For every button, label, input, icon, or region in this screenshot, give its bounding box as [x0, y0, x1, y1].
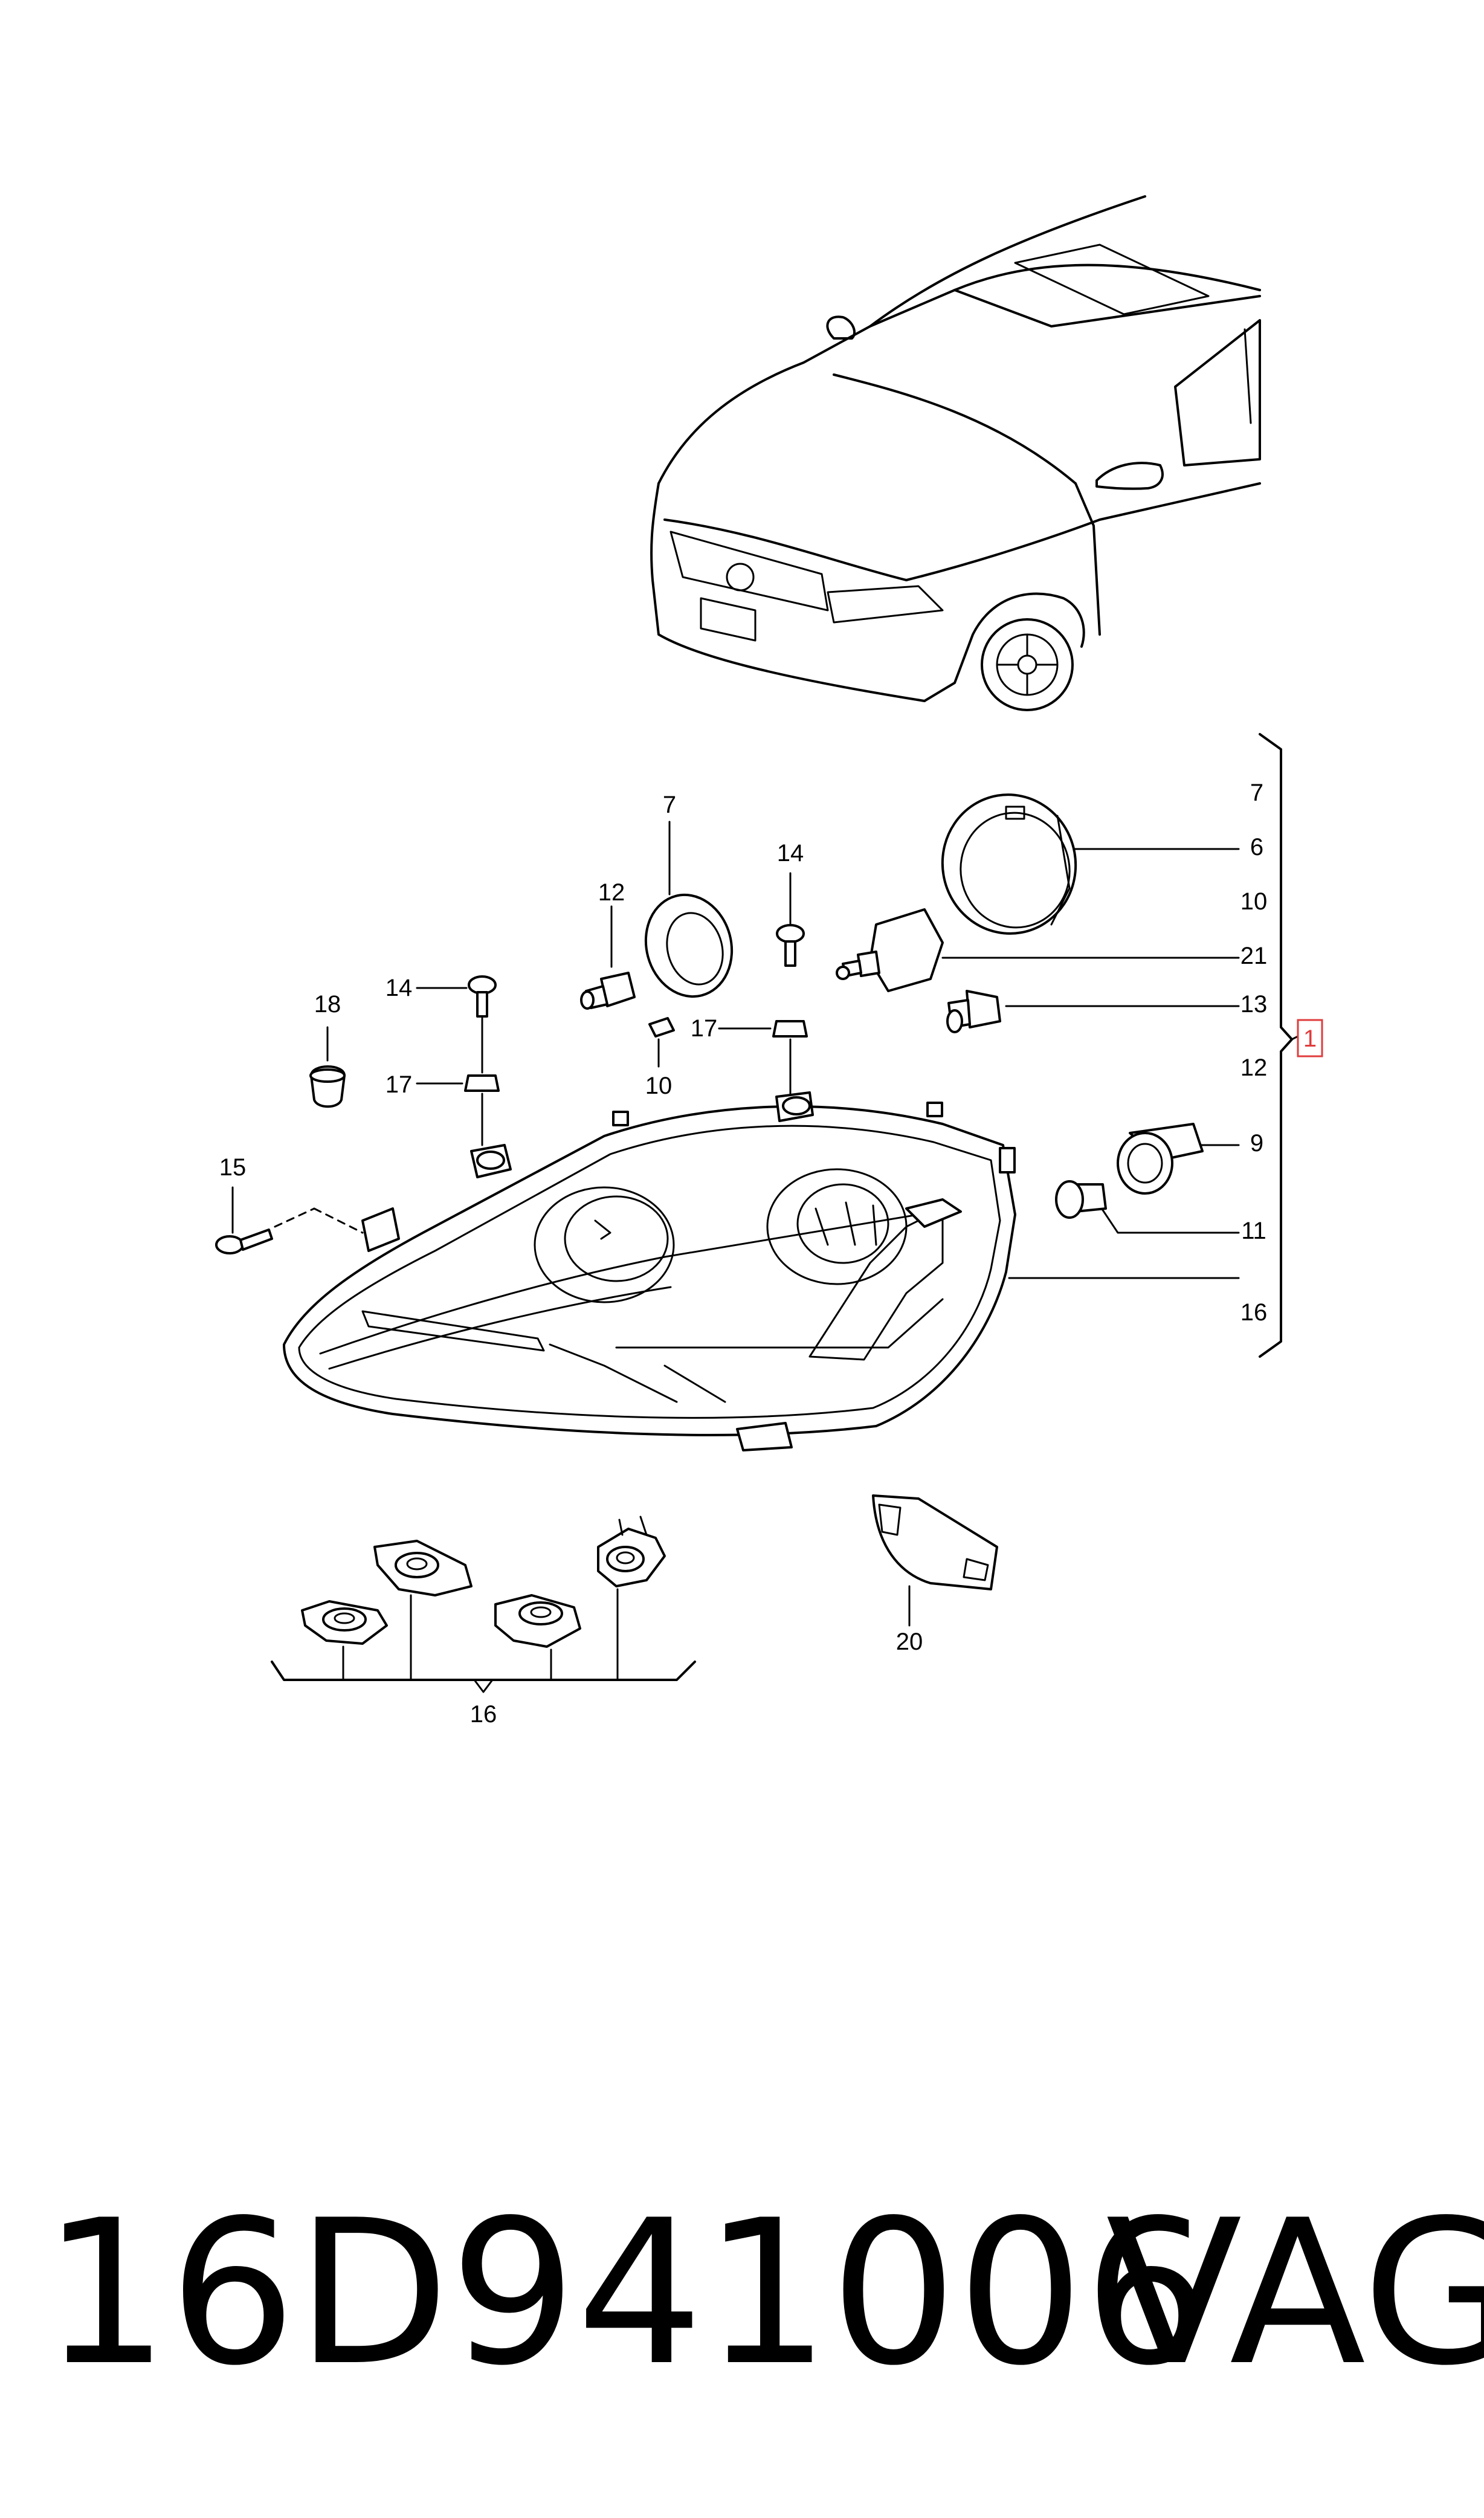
callout-r7: 7 [1250, 780, 1263, 806]
part-14-screw-center [776, 872, 805, 967]
callout-17-left: 17 [386, 1071, 413, 1098]
highlight-box[interactable]: 1 [1297, 1019, 1323, 1057]
part-13-bulb [946, 990, 1001, 1033]
part-12-bulb [580, 905, 636, 1010]
part-6-cover [941, 793, 1077, 935]
part-15-screw [215, 1186, 364, 1254]
callout-16-bottom: 16 [470, 1701, 497, 1728]
callout-r10: 10 [1240, 888, 1268, 915]
callout-18: 18 [314, 991, 341, 1018]
callout-r16: 16 [1240, 1299, 1268, 1326]
callout-15: 15 [219, 1154, 247, 1181]
brand-name: VAG [1106, 2177, 1484, 2409]
callout-12-left: 12 [598, 879, 625, 906]
callout-r6: 6 [1250, 834, 1263, 860]
callout-r12: 12 [1240, 1054, 1268, 1081]
part-16-brackets [271, 1516, 696, 1693]
part-17-clip-left [416, 1074, 500, 1146]
callout-14-top: 14 [777, 840, 804, 867]
part-18-plug [309, 1026, 346, 1108]
part-21-bulb [836, 908, 944, 992]
callout-r9: 9 [1250, 1130, 1263, 1157]
callout-14-left: 14 [386, 975, 413, 1001]
part-11-bulb [1055, 1180, 1107, 1219]
right-leader-lines [941, 848, 1240, 1279]
part-9-socket [1117, 1123, 1204, 1195]
callout-r21: 21 [1240, 943, 1268, 969]
car-illustration [650, 195, 1261, 711]
callout-7-top: 7 [663, 792, 676, 818]
part-14-screw-left [416, 975, 497, 1074]
part-17-clip-center [718, 1020, 808, 1095]
callout-17-mid: 17 [691, 1015, 718, 1042]
footer: 16D941006 VAG [0, 2175, 1484, 2453]
highlight-label: 1 [1303, 1025, 1317, 1052]
callout-r13: 13 [1240, 991, 1268, 1018]
part-number: 16D941006 [42, 2177, 1211, 2409]
part-10-small-bulb [648, 1017, 675, 1068]
callout-20: 20 [896, 1629, 923, 1655]
part-20-film [872, 1494, 998, 1627]
callout-10-mid: 10 [645, 1073, 673, 1099]
part-7-seal [644, 821, 734, 998]
callout-r11: 11 [1241, 1218, 1266, 1244]
headlight-assembly [283, 1091, 1016, 1451]
